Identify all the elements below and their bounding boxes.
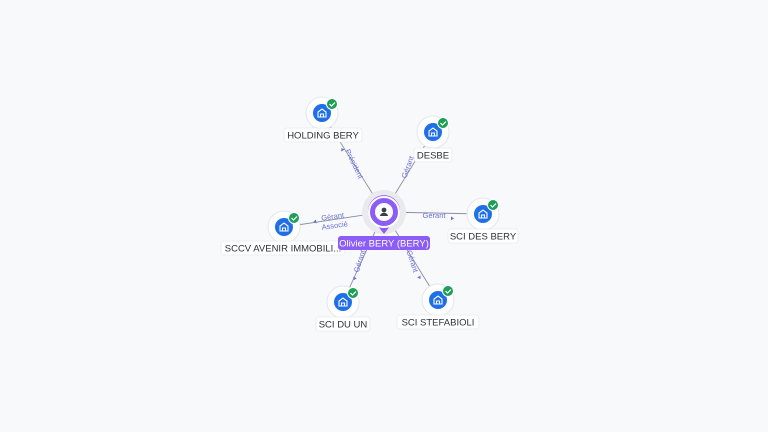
edge-label: Gérant bbox=[352, 248, 368, 273]
building-glyph bbox=[279, 222, 289, 232]
person-node[interactable]: Olivier BERY (BERY) bbox=[338, 190, 430, 250]
edge-arrow-icon bbox=[450, 216, 454, 221]
company-node-duun[interactable]: SCI DU UN bbox=[315, 285, 371, 332]
company-node-stefabioli[interactable]: SCI STEFABIOLI bbox=[396, 283, 480, 330]
edge-label: Gérant bbox=[405, 249, 421, 274]
person-name: Olivier BERY (BERY) bbox=[339, 239, 429, 250]
company-node-holding[interactable]: HOLDING BERY bbox=[283, 96, 363, 143]
verified-check-icon bbox=[326, 98, 338, 110]
company-node-sccv[interactable]: SCCV AVENIR IMMOBILI... bbox=[220, 210, 346, 256]
edge-arrow-icon bbox=[417, 275, 421, 280]
node-label-bg bbox=[315, 316, 371, 332]
verified-check-icon bbox=[442, 285, 454, 297]
edge-label: Président bbox=[343, 148, 365, 181]
edge-label: Gérant bbox=[423, 211, 447, 220]
company-name: SCCV AVENIR IMMOBILI... bbox=[225, 244, 342, 255]
person-label-bg bbox=[338, 236, 430, 250]
building-glyph bbox=[428, 127, 438, 137]
node-label-bg bbox=[396, 314, 480, 330]
verified-check-icon bbox=[288, 212, 300, 224]
verified-check-icon bbox=[487, 199, 499, 211]
node-label-bg bbox=[283, 127, 363, 143]
verified-check-icon bbox=[347, 287, 359, 299]
company-node-desbe[interactable]: DESBE bbox=[413, 115, 453, 163]
node-label-bg bbox=[413, 147, 453, 163]
building-glyph bbox=[338, 297, 348, 307]
edge-label: Associé bbox=[321, 219, 348, 232]
building-glyph bbox=[433, 295, 443, 305]
company-name: HOLDING BERY bbox=[287, 131, 359, 142]
check-glyph bbox=[350, 291, 357, 296]
person-icon bbox=[381, 207, 387, 213]
check-glyph bbox=[490, 203, 497, 208]
check-glyph bbox=[445, 289, 452, 294]
check-glyph bbox=[291, 216, 298, 221]
edge-label: Gérant bbox=[321, 210, 346, 222]
company-name: SCI DU UN bbox=[319, 320, 368, 331]
building-glyph bbox=[317, 108, 327, 118]
node-label-bg bbox=[447, 228, 519, 244]
building-glyph bbox=[478, 209, 488, 219]
verified-check-icon bbox=[437, 117, 449, 129]
check-glyph bbox=[329, 102, 336, 107]
edge-arrow-icon bbox=[341, 148, 345, 152]
edge-arrow-icon bbox=[313, 219, 317, 224]
check-glyph bbox=[440, 121, 447, 126]
company-node-scides[interactable]: SCI DES BERY bbox=[447, 197, 519, 244]
edge-arrow-icon bbox=[353, 276, 357, 281]
company-name: SCI STEFABIOLI bbox=[402, 318, 475, 329]
person-body-glyph bbox=[380, 212, 388, 216]
company-name: DESBE bbox=[417, 151, 449, 162]
company-name: SCI DES BERY bbox=[450, 232, 517, 243]
